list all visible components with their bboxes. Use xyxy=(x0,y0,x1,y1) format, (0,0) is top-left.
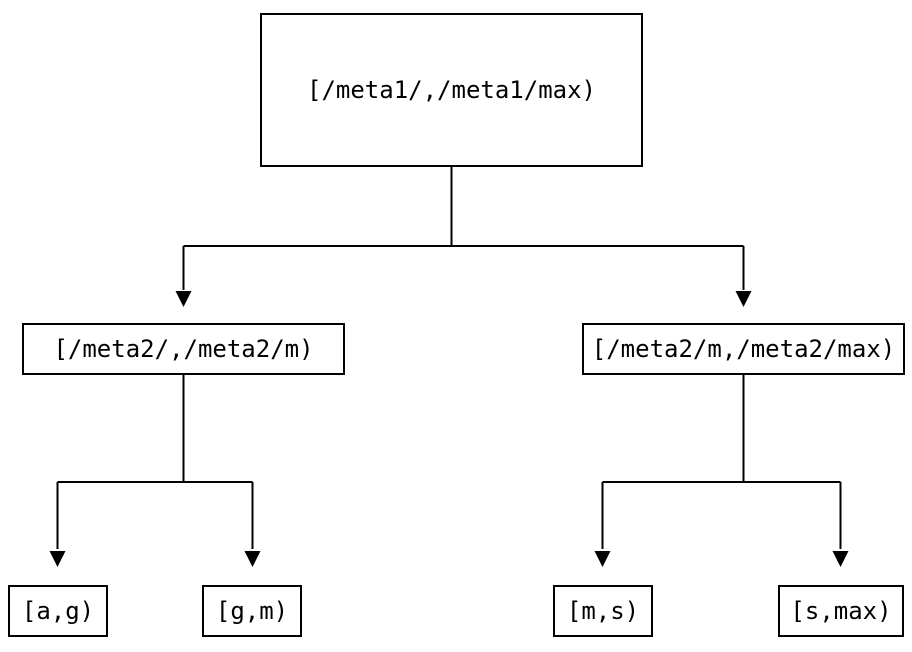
node-root-label: [/meta1/,/meta1/max) xyxy=(307,76,596,104)
arrowhead-right-mid xyxy=(735,291,752,307)
arrowhead-leaf-ag xyxy=(49,551,66,567)
node-leaf-ag: [a,g) xyxy=(8,585,108,637)
node-leaf-ms: [m,s) xyxy=(553,585,653,637)
node-right-branch-label: [/meta2/m,/meta2/max) xyxy=(591,335,896,363)
node-leaf-gm-label: [g,m) xyxy=(215,597,289,625)
node-left-branch-label: [/meta2/,/meta2/m) xyxy=(53,335,314,363)
node-leaf-ag-label: [a,g) xyxy=(21,597,95,625)
node-right-branch: [/meta2/m,/meta2/max) xyxy=(582,323,905,375)
node-leaf-ms-label: [m,s) xyxy=(566,597,640,625)
node-leaf-gm: [g,m) xyxy=(202,585,302,637)
arrowhead-left-mid xyxy=(175,291,192,307)
arrowhead-leaf-gm xyxy=(244,551,261,567)
node-root: [/meta1/,/meta1/max) xyxy=(260,13,643,167)
node-left-branch: [/meta2/,/meta2/m) xyxy=(22,323,345,375)
arrowhead-leaf-ms xyxy=(594,551,611,567)
node-leaf-smax: [s,max) xyxy=(778,585,904,637)
node-leaf-smax-label: [s,max) xyxy=(790,597,892,625)
arrowhead-leaf-smax xyxy=(832,551,849,567)
